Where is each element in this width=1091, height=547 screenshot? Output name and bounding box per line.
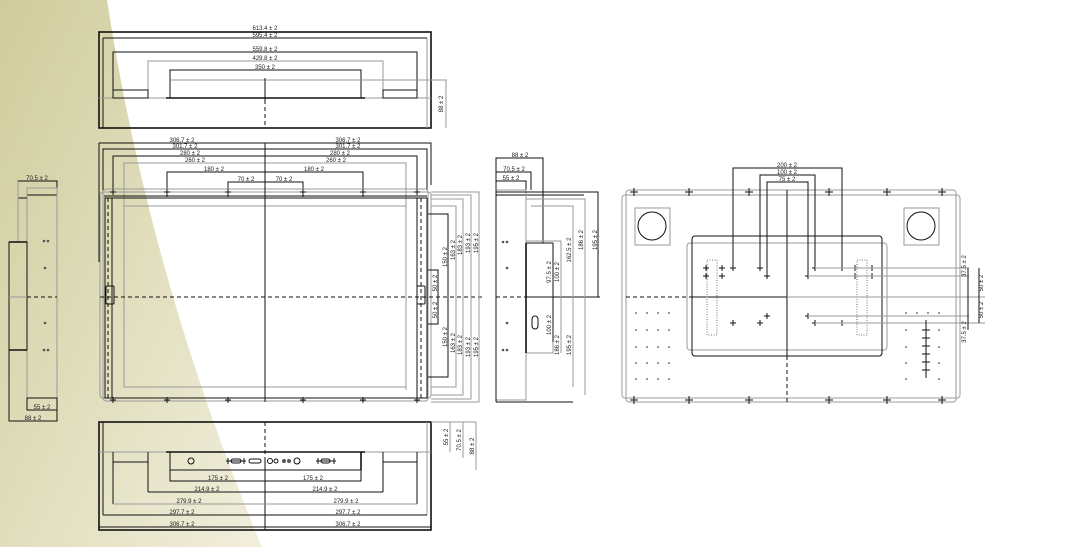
dim-label: 306.7 ± 2 bbox=[336, 138, 362, 144]
dim-label: 186 ± 2 bbox=[555, 334, 561, 355]
dim-label: 70.5 ± 2 bbox=[26, 176, 48, 182]
dim-label: 175 ± 2 bbox=[208, 476, 229, 482]
dim-label: 260 ± 2 bbox=[185, 158, 206, 164]
dim-label: 150 ± 2 bbox=[443, 326, 449, 347]
dim-label: 429.8 ± 2 bbox=[253, 56, 279, 62]
connector-panel-icons bbox=[187, 457, 336, 465]
dim-label: 163 ± 2 bbox=[451, 239, 457, 260]
power-connector-icon bbox=[187, 457, 195, 465]
dim-label: 50 ± 2 bbox=[433, 274, 439, 291]
dim-label: 88 ± 2 bbox=[470, 437, 476, 454]
dim-label: 186 ± 2 bbox=[579, 229, 585, 250]
dim-label: 195 ± 2 bbox=[593, 229, 599, 250]
dim-label: 214.9 ± 2 bbox=[313, 487, 339, 493]
dim-label: 37.5 ± 2 bbox=[962, 255, 968, 277]
dim-label: 163 ± 2 bbox=[451, 332, 457, 353]
dim-label: 55 ± 2 bbox=[34, 405, 51, 411]
dim-label: 97.5 ± 2 bbox=[547, 261, 553, 283]
dim-label: 193 ± 2 bbox=[466, 336, 472, 357]
dim-label: 37.5 ± 2 bbox=[962, 321, 968, 343]
front-view: 306.7 ± 2 301.7 ± 2 280 ± 2 260 ± 2 180 … bbox=[98, 138, 484, 403]
dim-label: 193 ± 2 bbox=[466, 232, 472, 253]
bottom-view: 175 ± 2 214.9 ± 2 279.9 ± 2 297.7 ± 2 30… bbox=[98, 421, 477, 531]
dim-label: 180 ± 2 bbox=[204, 167, 225, 173]
dim-label: 50 ± 2 bbox=[979, 301, 985, 318]
background-wedge bbox=[0, 0, 262, 547]
left-side-view: 70.5 ± 2 55 ± 2 88 ± 2 bbox=[8, 176, 58, 422]
dim-label: 279.9 ± 2 bbox=[334, 499, 360, 505]
dim-label: 280 ± 2 bbox=[330, 151, 351, 157]
dim-label: 301.7 ± 2 bbox=[173, 144, 199, 150]
dim-label: 195 ± 2 bbox=[474, 232, 480, 253]
dim-label: 100 ± 2 bbox=[555, 261, 561, 282]
connector-icon bbox=[531, 315, 539, 330]
dim-label: 70 ± 2 bbox=[238, 177, 255, 183]
dim-label: 75 ± 2 bbox=[779, 177, 796, 183]
dim-label: 214.9 ± 2 bbox=[195, 487, 221, 493]
dim-label: 195 ± 2 bbox=[474, 336, 480, 357]
dim-label: 175 ± 2 bbox=[303, 476, 324, 482]
dim-label: 301.7 ± 2 bbox=[336, 144, 362, 150]
dim-label: 297.7 ± 2 bbox=[336, 510, 362, 516]
dim-label: 88 ± 2 bbox=[439, 95, 445, 112]
dim-label: 183 ± 2 bbox=[458, 334, 464, 355]
dim-label: 100 ± 2 bbox=[777, 170, 798, 176]
dim-label: 55 ± 2 bbox=[444, 428, 450, 445]
dim-label: 595.4 ± 2 bbox=[253, 33, 279, 39]
dim-label: 100 ± 2 bbox=[547, 314, 553, 335]
dim-label: 70.5 ± 2 bbox=[457, 429, 463, 451]
dim-label: 613.4 ± 2 bbox=[253, 26, 279, 32]
dim-label: 180 ± 2 bbox=[304, 167, 325, 173]
dim-label: 88 ± 2 bbox=[512, 153, 529, 159]
top-view: 613.4 ± 2 595.4 ± 2 559.8 ± 2 429.8 ± 2 … bbox=[98, 26, 447, 129]
dim-label: 280 ± 2 bbox=[180, 151, 201, 157]
dim-label: 306.7 ± 2 bbox=[170, 138, 196, 144]
dim-label: 70.5 ± 2 bbox=[503, 167, 525, 173]
dim-label: 260 ± 2 bbox=[326, 158, 347, 164]
dim-label: 200 ± 2 bbox=[777, 163, 798, 169]
dim-label: 88 ± 2 bbox=[25, 416, 42, 422]
dim-label: 195 ± 2 bbox=[567, 334, 573, 355]
dim-label: 70 ± 2 bbox=[276, 177, 293, 183]
dim-label: 306.7 ± 2 bbox=[170, 522, 196, 528]
dim-label: 183 ± 2 bbox=[458, 234, 464, 255]
dim-label: 559.8 ± 2 bbox=[253, 47, 279, 53]
audio-jack-icon bbox=[282, 459, 286, 463]
dim-label: 279.9 ± 2 bbox=[177, 499, 203, 505]
dim-label: 150 ± 2 bbox=[443, 246, 449, 267]
dvi-port-icon bbox=[248, 458, 262, 464]
dim-label: 50 ± 2 bbox=[433, 301, 439, 318]
back-view: 200 ± 2 100 ± 2 75 ± 2 37.5 ± 2 50 ± 2 5… bbox=[621, 163, 985, 404]
dim-label: 55 ± 2 bbox=[503, 176, 520, 182]
right-side-view: 88 ± 2 70.5 ± 2 55 ± 2 97.5 ± 2 100 ± 2 … bbox=[495, 153, 600, 403]
dim-label: 297.7 ± 2 bbox=[170, 510, 196, 516]
dim-label: 50 ± 2 bbox=[979, 274, 985, 291]
dim-label: 306.7 ± 2 bbox=[336, 522, 362, 528]
dim-label: 162.5 ± 2 bbox=[567, 237, 573, 263]
dim-label: 350 ± 2 bbox=[255, 65, 276, 71]
